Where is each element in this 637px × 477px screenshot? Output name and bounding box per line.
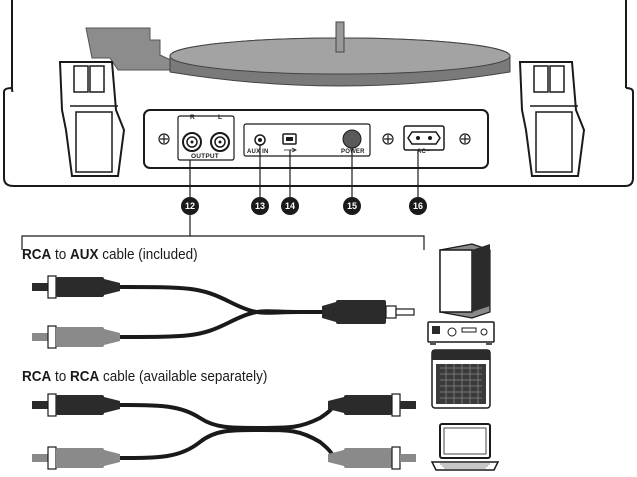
- screw-icon: [459, 133, 471, 145]
- aux-in-jack: [254, 134, 266, 146]
- callout-badge: 15: [343, 197, 361, 215]
- rca-plug-gray: [32, 446, 120, 470]
- speaker-icon: [439, 243, 491, 319]
- laptop-icon: [430, 423, 500, 471]
- screw-icon: [158, 133, 170, 145]
- callout-badge: 14: [281, 197, 299, 215]
- callout-badge: 12: [181, 197, 199, 215]
- power-button: [342, 129, 362, 149]
- rca-plug-black: [32, 275, 120, 299]
- ac-socket: [403, 125, 445, 151]
- turntable: [3, 0, 634, 187]
- rca-plug-black: [32, 393, 120, 417]
- rca-plug-gray: [328, 446, 416, 470]
- screw-icon: [382, 133, 394, 145]
- left-hinge: [58, 61, 126, 177]
- platter: [169, 21, 511, 87]
- rca-jack-right: [182, 132, 202, 152]
- callout-badge: 16: [409, 197, 427, 215]
- rca-to-aux-cable: [32, 275, 415, 349]
- rca-plug-black: [328, 393, 416, 417]
- cable-title-rca-rca: RCA to RCA cable (available separately): [22, 368, 268, 385]
- right-channel-label: R: [190, 114, 195, 121]
- usb-port: [282, 133, 297, 153]
- aux-plug: [322, 300, 415, 324]
- left-channel-label: L: [218, 114, 223, 121]
- right-hinge: [518, 61, 586, 177]
- callout-badge: 13: [251, 197, 269, 215]
- aux-in-label: AUX IN: [247, 149, 269, 155]
- cable-title-rca-aux: RCA to AUX cable (included): [22, 246, 198, 263]
- rca-to-rca-cable: [32, 393, 416, 470]
- power-label: POWER: [341, 149, 365, 155]
- ac-label: AC~: [417, 149, 430, 155]
- cable-bracket: [21, 235, 425, 250]
- rca-jack-left: [210, 132, 230, 152]
- stereo-receiver-icon: [427, 321, 495, 345]
- output-label: OUTPUT: [191, 153, 219, 160]
- control-bracket: [243, 123, 371, 157]
- guitar-amplifier-icon: [431, 349, 491, 409]
- callout-lines: [189, 145, 419, 198]
- rca-plug-gray: [32, 325, 120, 349]
